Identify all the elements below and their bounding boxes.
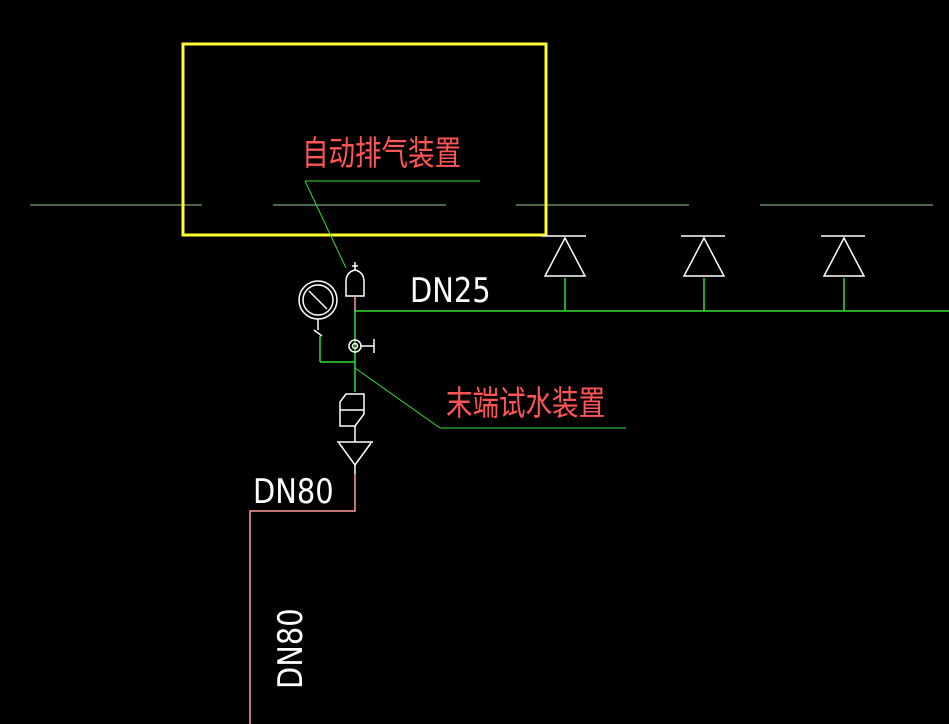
end-test-leader xyxy=(354,367,441,429)
dn80-drain-pipe xyxy=(249,474,356,724)
drain-funnel-icon xyxy=(337,441,373,474)
air-release-leader xyxy=(304,180,347,269)
highlight-box[interactable] xyxy=(181,42,548,237)
sprinkler-head-icon xyxy=(821,235,866,311)
test-valve-icon xyxy=(348,339,375,353)
dn80-vertical-label: DN80 xyxy=(272,608,311,689)
end-test-label: 末端试水装置 xyxy=(446,385,605,424)
dn80-horizontal-label: DN80 xyxy=(253,473,334,512)
sprinkler-head-icon xyxy=(681,235,726,311)
pressure-gauge-icon xyxy=(298,280,338,337)
sprinkler-head-icon xyxy=(542,235,587,311)
dn25-label: DN25 xyxy=(410,272,491,311)
check-valve-icon xyxy=(339,393,365,427)
air-release-valve-icon xyxy=(345,262,365,297)
air-release-label: 自动排气装置 xyxy=(302,135,461,174)
